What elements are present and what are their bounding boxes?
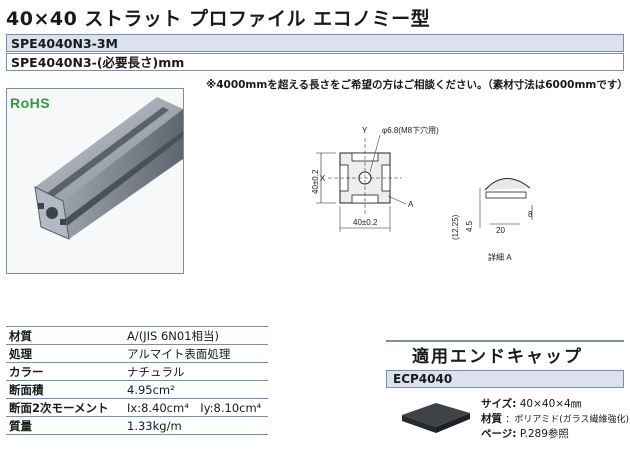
product-code-custom: SPE4040N3-(必要長さ)mm — [6, 53, 624, 71]
width-dim: 40±0.2 — [353, 218, 378, 227]
dim-20: 20 — [496, 226, 505, 235]
product-code-fixed: SPE4040N3-3M — [6, 34, 624, 52]
detail-label: 詳細 A — [488, 252, 512, 262]
detail-ref: A — [408, 200, 414, 209]
spec-table: 材質 A/(JIS 6N01相当) 処理 アルマイト表面処理 カラー ナチュラル… — [6, 326, 268, 435]
table-row: 材質 A/(JIS 6N01相当) — [6, 326, 268, 345]
profile-illustration — [34, 97, 183, 240]
dim-4-5: 4.5 — [465, 220, 474, 232]
dim-12-25: (12.25) — [451, 214, 460, 240]
table-row: 断面積 4.95cm² — [6, 380, 268, 399]
endcap-title: 適用エンドキャップ — [406, 342, 589, 367]
dim-8: 8 — [528, 210, 533, 219]
endcap-frame — [386, 340, 624, 374]
hole-label: φ6.8(M8下穴用) — [382, 125, 439, 135]
rohs-badge: RoHS — [10, 95, 51, 111]
endcap-spec: サイズ: 40×40×4㎜ 材質 ：ポリアミド(ガラス繊維強化) ページ: P.… — [481, 398, 630, 440]
product-photo — [6, 88, 184, 274]
endcap-image — [402, 403, 470, 433]
page-title: 40×40 ストラット プロファイル エコノミー型 — [6, 8, 431, 30]
axis-x-label: X — [320, 174, 326, 183]
profile-cross-section — [328, 138, 402, 215]
table-row: 断面2次モーメント Ix:8.40cm⁴ Iy:8.10cm⁴ — [6, 398, 268, 417]
endcap-code: ECP4040 — [386, 370, 624, 388]
cross-section-drawing: Y X φ6.8(M8下穴用) 40±0.2 40±0.2 A (12.25) … — [311, 125, 533, 262]
height-dim: 40±0.2 — [311, 169, 320, 194]
table-row: カラー ナチュラル — [6, 362, 268, 381]
table-row: 質量 1.33kg/m — [6, 416, 268, 435]
detail-a-drawing — [479, 178, 533, 228]
length-note: ※4000mmを超える長さをご希望の方はご相談ください。（素材寸法は6000mm… — [206, 79, 628, 91]
table-row: 処理 アルマイト表面処理 — [6, 344, 268, 363]
axis-y-label: Y — [362, 126, 368, 135]
